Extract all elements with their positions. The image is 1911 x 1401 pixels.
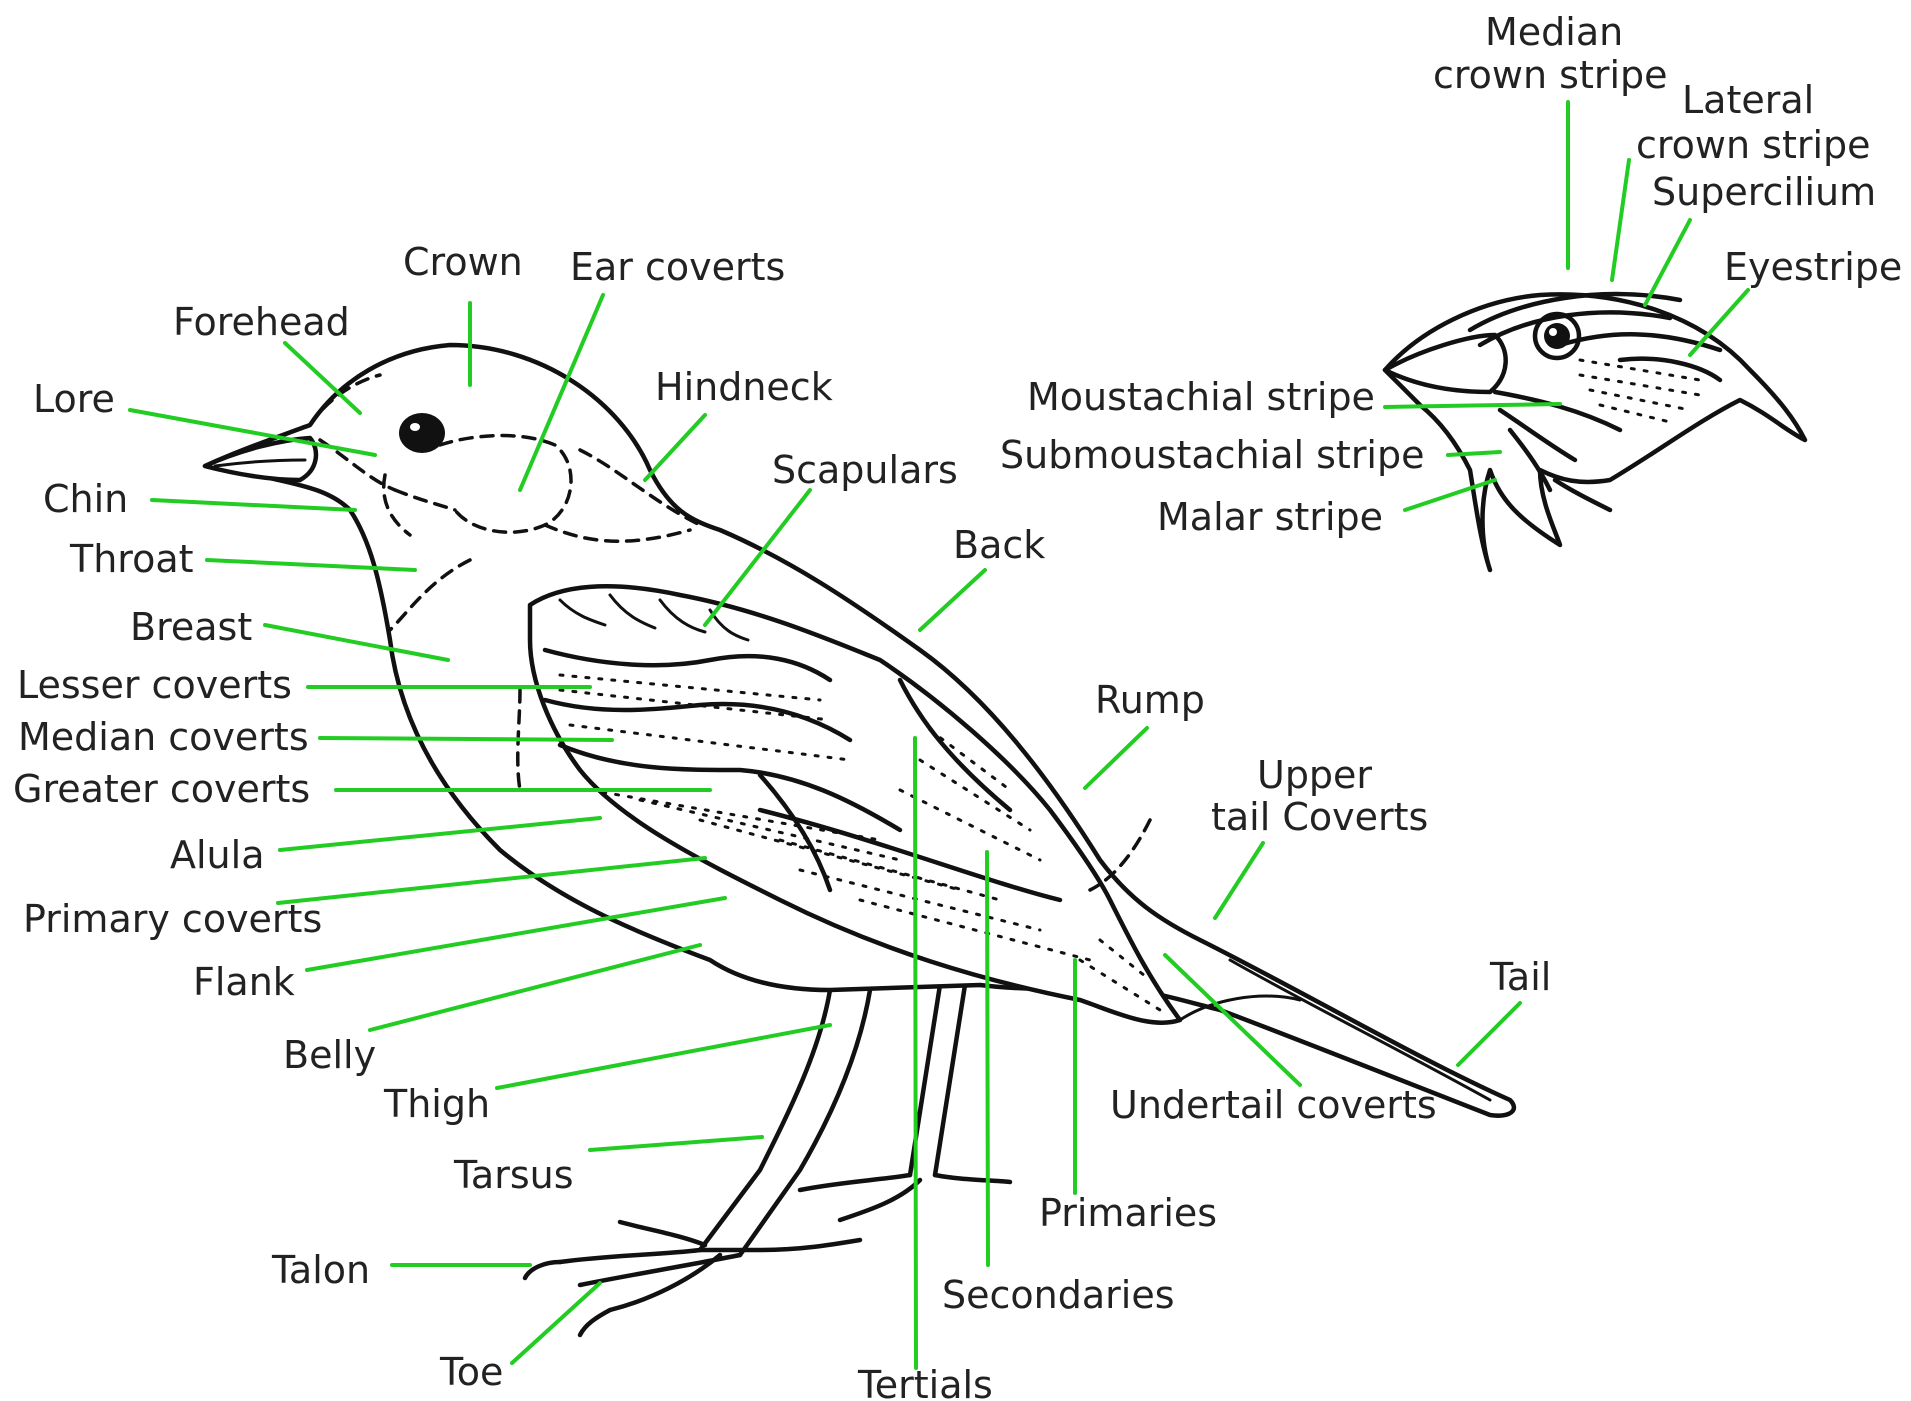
label-toe: Toe [439, 1350, 503, 1394]
leader-lateral-crown-stripe [1612, 160, 1629, 280]
label-tarsus: Tarsus [453, 1153, 574, 1197]
label-primaries: Primaries [1039, 1191, 1217, 1235]
leader-supercilium [1645, 220, 1690, 305]
label-lore: Lore [33, 377, 115, 421]
label-crown: Crown [403, 240, 523, 284]
label-breast: Breast [130, 605, 252, 649]
label-supercilium: Supercilium [1652, 170, 1876, 214]
leader-belly [370, 945, 700, 1030]
label-lateral-crown-stripe-line2: crown stripe [1636, 123, 1871, 167]
label-alula: Alula [170, 833, 264, 877]
label-eyestripe: Eyestripe [1724, 245, 1902, 289]
label-median-coverts: Median coverts [18, 715, 309, 759]
leader-tarsus [590, 1137, 762, 1150]
label-thigh: Thigh [383, 1082, 490, 1126]
label-rump: Rump [1095, 678, 1205, 722]
label-belly: Belly [283, 1033, 376, 1077]
label-ear-coverts: Ear coverts [570, 245, 785, 289]
label-undertail-coverts: Undertail coverts [1110, 1083, 1437, 1127]
label-forehead: Forehead [173, 300, 350, 344]
label-upper-tail-coverts-line2: tail Coverts [1211, 795, 1428, 839]
label-hindneck: Hindneck [655, 365, 833, 409]
label-submoustachial-stripe: Submoustachial stripe [1000, 433, 1425, 477]
leader-median-coverts [320, 738, 612, 740]
label-moustachial-stripe: Moustachial stripe [1027, 375, 1375, 419]
leader-forehead [285, 343, 360, 413]
label-lateral-crown-stripe-line1: Lateral [1682, 78, 1814, 122]
leader-tertials [915, 738, 916, 1368]
label-lesser-coverts: Lesser coverts [17, 663, 292, 707]
label-greater-coverts: Greater coverts [13, 767, 310, 811]
label-secondaries: Secondaries [942, 1273, 1175, 1317]
label-tail: Tail [1489, 955, 1551, 999]
label-chin: Chin [43, 477, 128, 521]
leader-hindneck [645, 415, 705, 480]
label-back: Back [953, 523, 1045, 567]
leader-upper-tail-coverts [1215, 843, 1263, 918]
label-primary-coverts: Primary coverts [23, 897, 322, 941]
label-upper-tail-coverts-line1: Upper [1257, 753, 1372, 797]
bird-illustration [205, 345, 1514, 1335]
eye [399, 413, 445, 453]
label-scapulars: Scapulars [772, 448, 958, 492]
label-talon: Talon [271, 1248, 370, 1292]
label-flank: Flank [193, 960, 295, 1004]
label-tertials: Tertials [857, 1363, 993, 1401]
leader-chin [152, 500, 355, 510]
leader-back [920, 570, 985, 630]
leader-tail [1458, 1003, 1520, 1065]
head-inset-illustration [1385, 294, 1805, 570]
label-median-crown-stripe-line1: Median [1485, 10, 1623, 54]
leader-secondaries [987, 852, 988, 1265]
leader-thigh [497, 1025, 830, 1088]
label-throat: Throat [69, 537, 194, 581]
leader-rump [1085, 728, 1147, 788]
label-malar-stripe: Malar stripe [1157, 495, 1383, 539]
label-median-crown-stripe-line2: crown stripe [1433, 53, 1668, 97]
